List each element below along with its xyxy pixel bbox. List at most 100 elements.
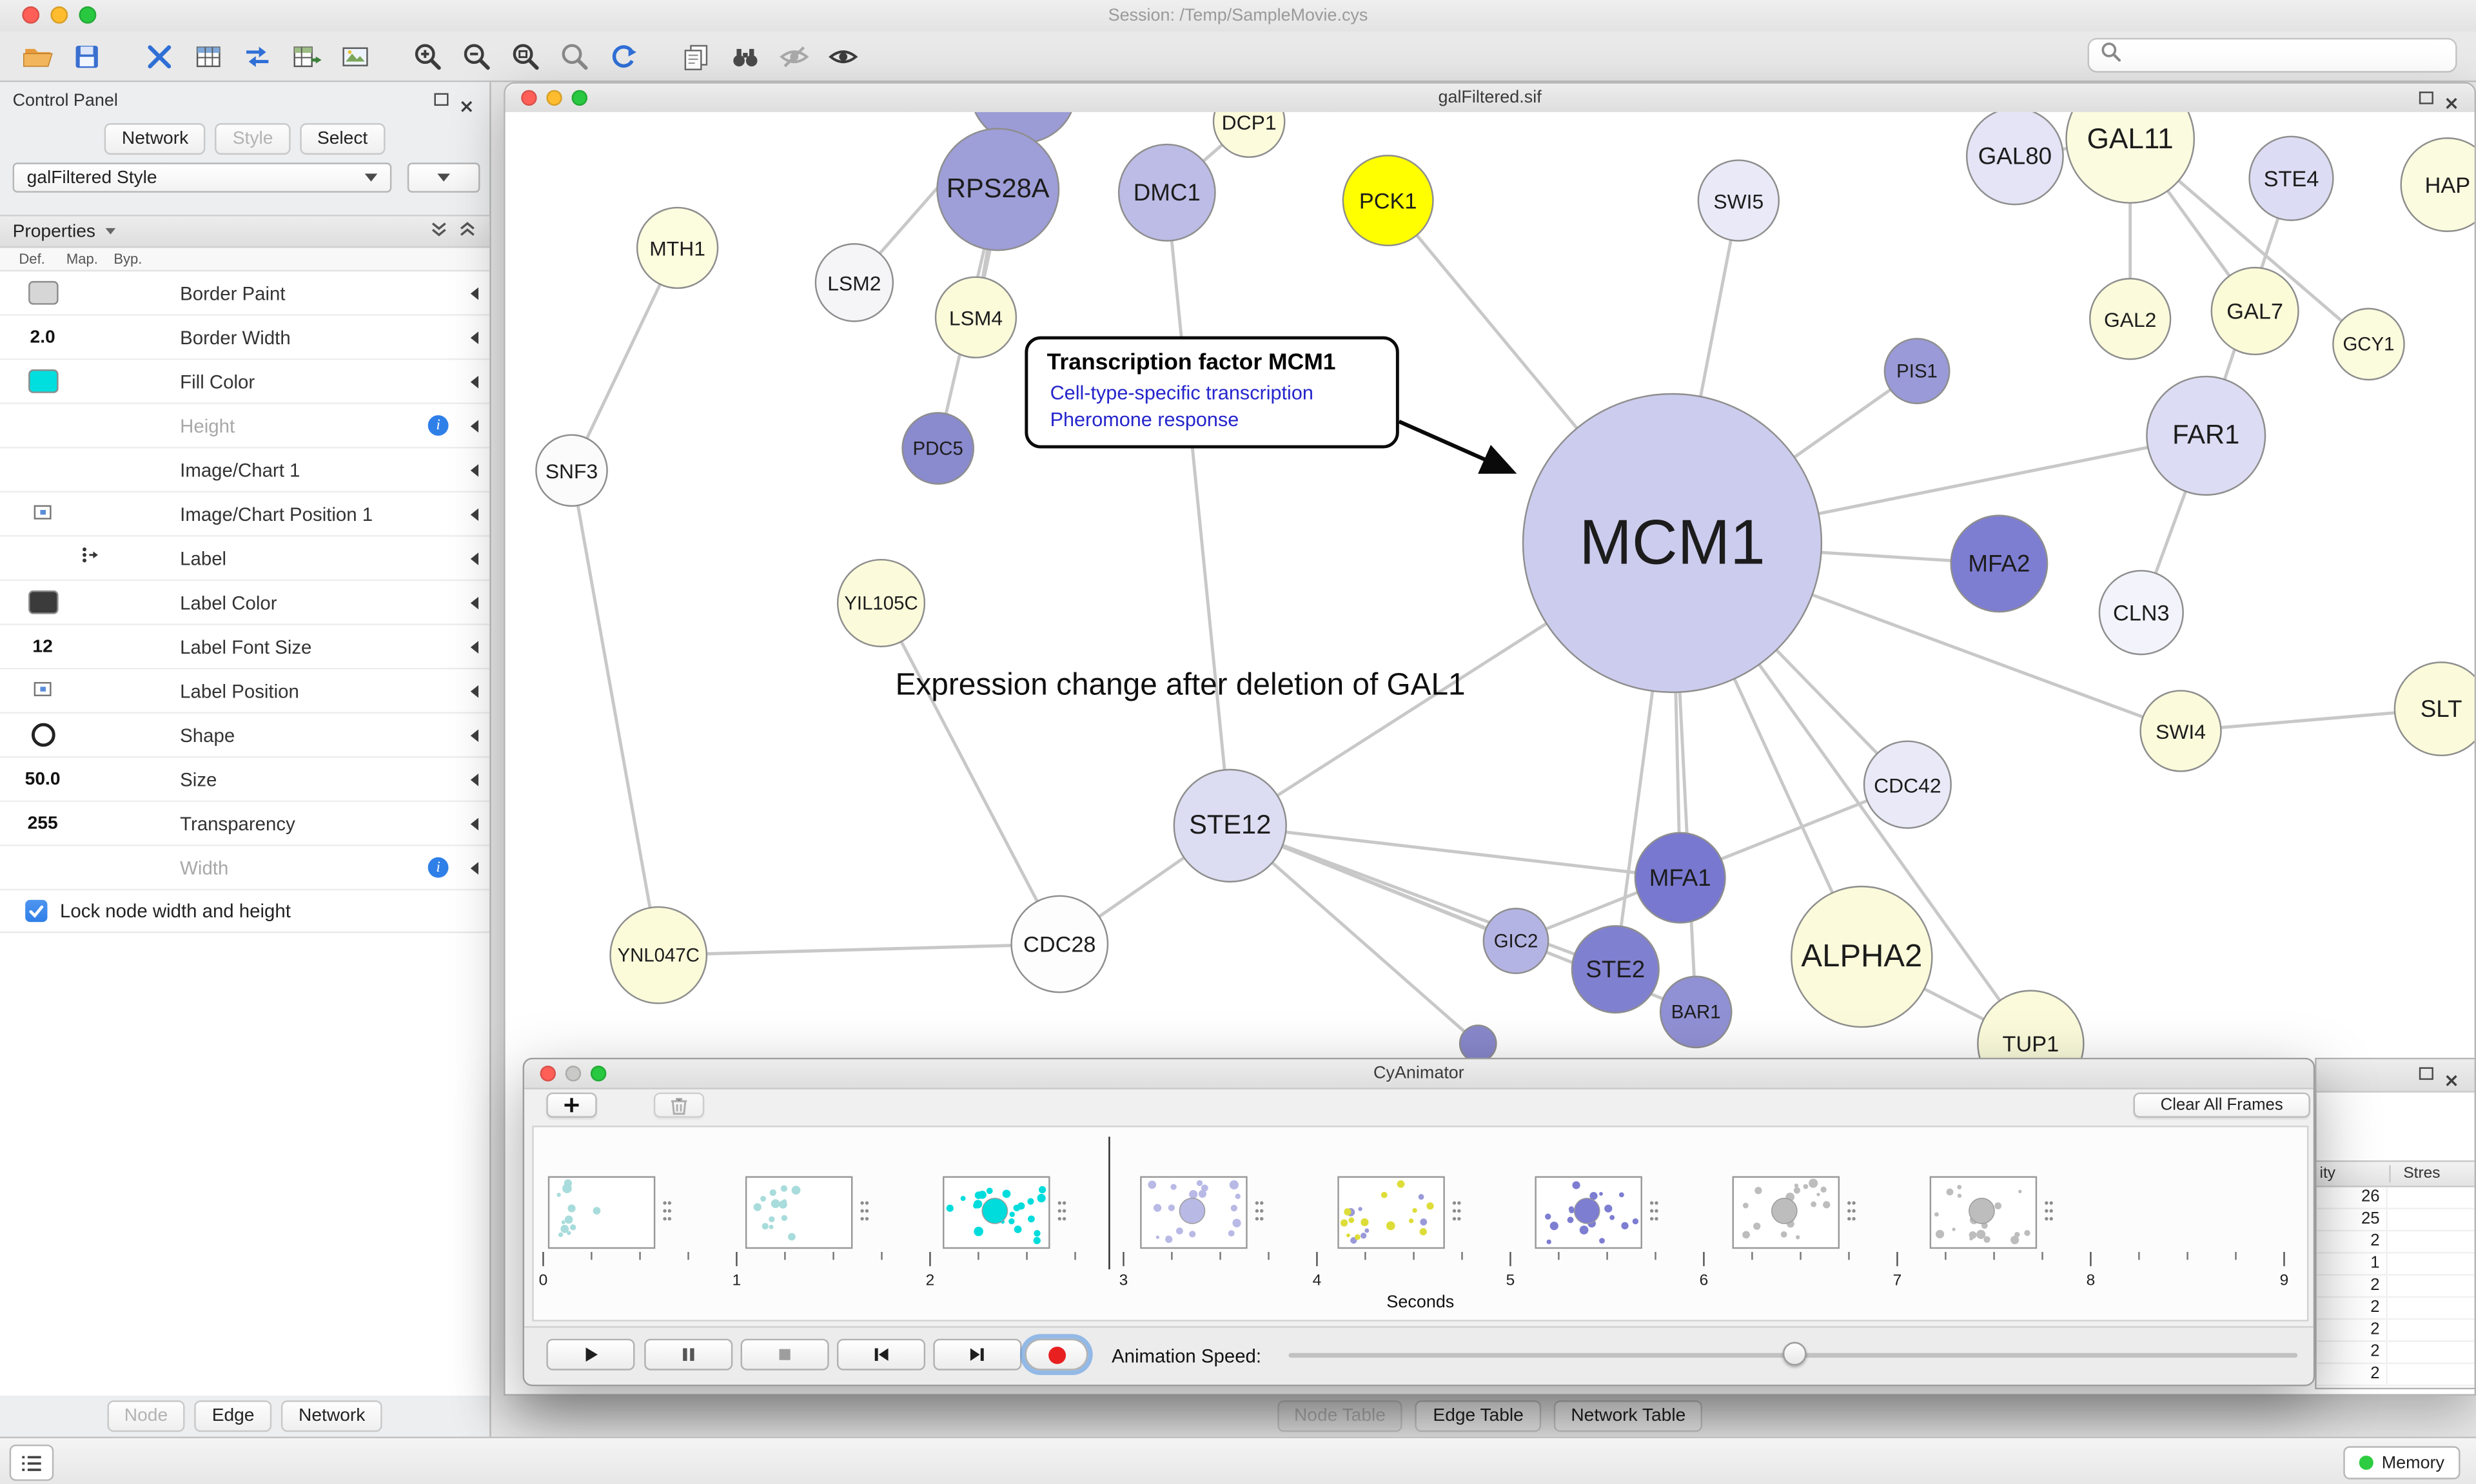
minimize-window-button[interactable] bbox=[565, 1066, 582, 1082]
skip-start-button[interactable] bbox=[836, 1338, 926, 1371]
minimize-window-button[interactable] bbox=[50, 6, 68, 24]
import-table-icon[interactable] bbox=[183, 35, 232, 79]
pause-button[interactable] bbox=[644, 1338, 733, 1371]
search-input[interactable] bbox=[2130, 44, 2445, 66]
network-node-far1[interactable]: FAR1 bbox=[2146, 375, 2266, 496]
property-row-image-chart-position-1[interactable]: Image/Chart Position 1 bbox=[0, 493, 490, 537]
tab-edge-table[interactable]: Edge Table bbox=[1415, 1400, 1541, 1432]
expand-row-icon[interactable] bbox=[470, 640, 479, 653]
network-node-ynl047c[interactable]: YNL047C bbox=[609, 906, 708, 1004]
timeline-thumbnail-frame-5[interactable] bbox=[1535, 1176, 1642, 1249]
def-cell[interactable] bbox=[19, 590, 66, 614]
property-row-label-color[interactable]: Label Color bbox=[0, 581, 490, 625]
network-node-swi5[interactable]: SWI5 bbox=[1697, 159, 1780, 242]
close-icon[interactable] bbox=[2444, 90, 2459, 119]
zoom-window-button[interactable] bbox=[79, 6, 97, 24]
property-row-label-position[interactable]: Label Position bbox=[0, 669, 490, 714]
duplicate-icon[interactable] bbox=[671, 35, 720, 79]
network-node-alpha2[interactable]: ALPHA2 bbox=[1791, 885, 1933, 1028]
thumbnail-drag-handle[interactable] bbox=[1252, 1196, 1265, 1225]
clear-all-frames-button[interactable]: Clear All Frames bbox=[2133, 1092, 2310, 1118]
network-node-yil105c[interactable]: YIL105C bbox=[836, 558, 926, 648]
thumbnail-drag-handle[interactable] bbox=[1055, 1196, 1068, 1225]
zoom-window-button[interactable] bbox=[571, 90, 588, 106]
play-button[interactable] bbox=[546, 1338, 635, 1371]
network-node-snf3[interactable]: SNF3 bbox=[535, 434, 608, 507]
stop-button[interactable] bbox=[740, 1338, 829, 1371]
network-node-gcy1[interactable]: GCY1 bbox=[2332, 308, 2405, 381]
expand-row-icon[interactable] bbox=[470, 817, 479, 830]
find-icon[interactable] bbox=[720, 35, 769, 79]
network-node-cln3[interactable]: CLN3 bbox=[2098, 570, 2184, 656]
tab-node-table[interactable]: Node Table bbox=[1277, 1400, 1403, 1432]
network-node-cdc28[interactable]: CDC28 bbox=[1010, 895, 1109, 993]
network-node-mfa1[interactable]: MFA1 bbox=[1634, 832, 1726, 924]
lock-checkbox[interactable] bbox=[25, 899, 48, 923]
expand-row-icon[interactable] bbox=[470, 772, 479, 786]
table-row[interactable]: 2 bbox=[2316, 1231, 2475, 1254]
column-header-stress[interactable]: Stres bbox=[2389, 1165, 2474, 1183]
expand-row-icon[interactable] bbox=[470, 728, 479, 741]
expand-row-icon[interactable] bbox=[470, 507, 479, 520]
def-cell[interactable]: 255 bbox=[19, 814, 66, 832]
float-panel-icon[interactable] bbox=[434, 93, 449, 106]
table-row[interactable]: 2 bbox=[2316, 1298, 2475, 1320]
hide-selected-icon[interactable] bbox=[769, 35, 818, 79]
property-row-border-paint[interactable]: Border Paint bbox=[0, 271, 490, 316]
network-node-lsm4[interactable]: LSM4 bbox=[934, 276, 1017, 358]
table-row[interactable]: 2 bbox=[2316, 1363, 2475, 1387]
expand-row-icon[interactable] bbox=[470, 684, 479, 698]
network-node-gal2[interactable]: GAL2 bbox=[2089, 278, 2172, 360]
tab-edge[interactable]: Edge bbox=[194, 1400, 272, 1432]
speed-slider-thumb[interactable] bbox=[1782, 1342, 1807, 1366]
def-cell[interactable] bbox=[19, 280, 66, 305]
network-node-ste2[interactable]: STE2 bbox=[1571, 925, 1660, 1014]
network-node-dmc1[interactable]: DMC1 bbox=[1117, 143, 1216, 242]
property-row-image-chart-1[interactable]: Image/Chart 1 bbox=[0, 448, 490, 493]
thumbnail-drag-handle[interactable] bbox=[2042, 1196, 2055, 1225]
float-panel-icon[interactable] bbox=[2419, 1067, 2433, 1080]
property-row-label[interactable]: Label bbox=[0, 536, 490, 581]
def-cell[interactable]: 12 bbox=[19, 637, 66, 656]
network-node-pdc5[interactable]: PDC5 bbox=[901, 412, 975, 485]
timeline-thumbnail-frame-3[interactable] bbox=[1140, 1176, 1248, 1249]
skip-end-button[interactable] bbox=[933, 1338, 1022, 1371]
thumbnail-drag-handle[interactable] bbox=[1449, 1196, 1462, 1225]
panel-menu-button[interactable] bbox=[9, 1444, 54, 1481]
info-icon[interactable]: i bbox=[427, 857, 449, 878]
expand-row-icon[interactable] bbox=[470, 286, 479, 300]
property-row-fill-color[interactable]: Fill Color bbox=[0, 360, 490, 404]
table-row[interactable]: 1 bbox=[2316, 1253, 2475, 1276]
property-row-shape[interactable]: Shape bbox=[0, 713, 490, 758]
timeline-thumbnail-frame-1[interactable] bbox=[745, 1176, 853, 1249]
network-window-titlebar[interactable]: galFiltered.sif bbox=[505, 83, 2475, 114]
network-node-bar1[interactable]: BAR1 bbox=[1659, 975, 1733, 1049]
def-cell[interactable]: 50.0 bbox=[19, 770, 66, 788]
expand-row-icon[interactable] bbox=[470, 419, 479, 432]
close-window-button[interactable] bbox=[521, 90, 537, 106]
network-node-mfa2[interactable]: MFA2 bbox=[1950, 514, 2049, 613]
timeline-thumbnail-frame-0[interactable] bbox=[547, 1176, 656, 1249]
expand-row-icon[interactable] bbox=[470, 551, 479, 565]
tab-node[interactable]: Node bbox=[106, 1400, 186, 1432]
tab-select[interactable]: Select bbox=[300, 123, 386, 155]
tab-network[interactable]: Network bbox=[281, 1400, 383, 1432]
def-cell[interactable] bbox=[19, 500, 66, 528]
float-window-icon[interactable] bbox=[2419, 92, 2433, 104]
close-panel-icon[interactable] bbox=[2444, 1068, 2459, 1096]
annotation-link[interactable]: Pheromone response bbox=[1050, 409, 1239, 431]
network-node-pis1[interactable]: PIS1 bbox=[1883, 338, 1950, 404]
tab-network-table[interactable]: Network Table bbox=[1553, 1400, 1704, 1432]
export-image-icon[interactable] bbox=[330, 35, 379, 79]
network-node-gic2[interactable]: GIC2 bbox=[1482, 908, 1549, 975]
network-node-ste12[interactable]: STE12 bbox=[1173, 768, 1287, 883]
properties-header[interactable]: Properties bbox=[0, 215, 490, 248]
add-frame-button[interactable] bbox=[546, 1092, 597, 1118]
thumbnail-drag-handle[interactable] bbox=[858, 1196, 870, 1225]
record-button[interactable] bbox=[1025, 1338, 1088, 1371]
